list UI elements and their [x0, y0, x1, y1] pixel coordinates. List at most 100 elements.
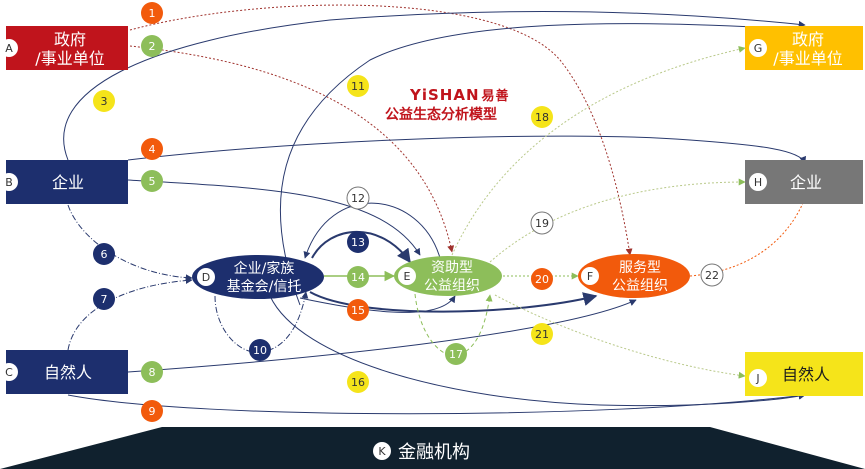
node-letter: H [754, 176, 762, 189]
node-F[interactable]: F 服务型 公益组织 [578, 254, 690, 298]
node-label-line2: 公益组织 [612, 278, 668, 294]
node-label-line1: 服务型 [619, 260, 661, 276]
link-18 [451, 45, 746, 256]
link-15 [309, 291, 598, 313]
node-label-line2: /事业单位 [35, 49, 104, 68]
letter-badge [0, 173, 18, 191]
link-16 [269, 295, 806, 407]
flow-badge-number: 22 [705, 269, 719, 282]
link-1 [129, 4, 633, 256]
flow-badge-10: 10 [249, 339, 271, 361]
link-7 [67, 276, 193, 351]
flow-badge-12: 12 [346, 186, 370, 210]
link-3 [63, 11, 806, 161]
flow-badge-6: 6 [93, 243, 115, 265]
link-6 [67, 204, 193, 282]
flow-badge-18: 18 [531, 106, 553, 128]
node-letter: B [5, 176, 13, 189]
flow-badge-17: 17 [445, 343, 467, 365]
flow-badge-13: 13 [347, 231, 369, 253]
node-D[interactable]: D 企业/家族 基金会/信托 [192, 255, 324, 299]
node-letter: J [755, 372, 759, 385]
letter-badge [373, 442, 391, 460]
node-label: 金融机构 [398, 442, 470, 463]
letter-badge [749, 39, 767, 57]
node-label-line1: 政府 [792, 30, 824, 49]
flow-badge-4: 4 [141, 138, 163, 160]
flow-badge-number: 9 [149, 405, 156, 418]
flow-badge-number: 5 [149, 175, 156, 188]
letter-badge [581, 267, 599, 285]
link-4 [127, 135, 806, 164]
link-8 [127, 299, 637, 373]
node-label: 企业 [52, 173, 84, 192]
flow-badge-number: 16 [351, 376, 365, 389]
letter-badge [749, 369, 767, 387]
node-label-line1: 资助型 [431, 260, 473, 276]
node-C[interactable]: C 自然人 [0, 350, 128, 394]
node-J[interactable]: J 自然人 [745, 352, 863, 396]
flow-badge-number: 3 [101, 95, 108, 108]
flow-badge-14: 14 [347, 266, 369, 288]
flow-badge-9: 9 [141, 400, 163, 422]
link-19 [489, 178, 746, 263]
flow-badge-2: 2 [141, 35, 163, 57]
node-E[interactable]: E 资助型 公益组织 [394, 256, 502, 296]
node-B[interactable]: B 企业 [0, 160, 128, 204]
flow-badge-5: 5 [141, 170, 163, 192]
flow-badge-number: 18 [535, 111, 549, 124]
flow-badge-number: 14 [351, 271, 365, 284]
flow-badge-15: 15 [347, 299, 369, 321]
node-G[interactable]: G 政府 /事业单位 [745, 26, 863, 70]
flow-badge-number: 20 [535, 273, 549, 286]
node-label-line2: 公益组织 [424, 278, 480, 294]
node-letter: K [378, 445, 386, 458]
flow-badge-number: 21 [535, 328, 549, 341]
link-21 [494, 294, 746, 379]
node-H[interactable]: H 企业 [745, 160, 863, 204]
flow-badge-1: 1 [141, 2, 163, 24]
flow-badge-number: 17 [449, 348, 463, 361]
node-letter: F [587, 270, 593, 283]
node-K[interactable]: K 金融机构 [0, 427, 865, 469]
flow-badge-19: 19 [530, 211, 554, 235]
link-5 [127, 179, 421, 256]
node-letter: A [5, 42, 13, 55]
flow-badge-number: 8 [149, 366, 156, 379]
model-subtitle: 公益生态分析模型 [385, 106, 497, 123]
node-label: 自然人 [782, 365, 830, 384]
node-label-line1: 政府 [54, 30, 86, 49]
node-label: 自然人 [44, 363, 92, 382]
node-label-line2: /事业单位 [773, 49, 842, 68]
flow-links [63, 4, 810, 415]
node-label-line1: 企业/家族 [234, 260, 295, 277]
link-11 [279, 23, 806, 306]
letter-badge [749, 173, 767, 191]
node-letter: E [404, 270, 411, 283]
flow-badge-22: 22 [700, 263, 724, 287]
flow-badge-number: 11 [351, 80, 365, 93]
flow-badge-number: 15 [351, 304, 365, 317]
letter-badge [0, 363, 18, 381]
flow-badge-7: 7 [93, 288, 115, 310]
node-A[interactable]: A 政府 /事业单位 [0, 26, 128, 70]
flow-badge-number: 13 [351, 236, 365, 249]
node-letter: C [5, 366, 13, 379]
node-label-line2: 基金会/信托 [227, 278, 302, 295]
flow-badge-11: 11 [347, 75, 369, 97]
flow-badge-21: 21 [531, 323, 553, 345]
node-label: 企业 [790, 173, 822, 192]
node-letter: D [202, 271, 210, 284]
letter-badge [398, 267, 416, 285]
flow-badge-number: 1 [149, 7, 156, 20]
flow-badge-3: 3 [93, 90, 115, 112]
flow-badge-number: 19 [535, 217, 549, 230]
flow-badge-16: 16 [347, 371, 369, 393]
link-2 [129, 45, 455, 253]
node-letter: G [754, 42, 763, 55]
flow-badge-number: 10 [253, 344, 267, 357]
